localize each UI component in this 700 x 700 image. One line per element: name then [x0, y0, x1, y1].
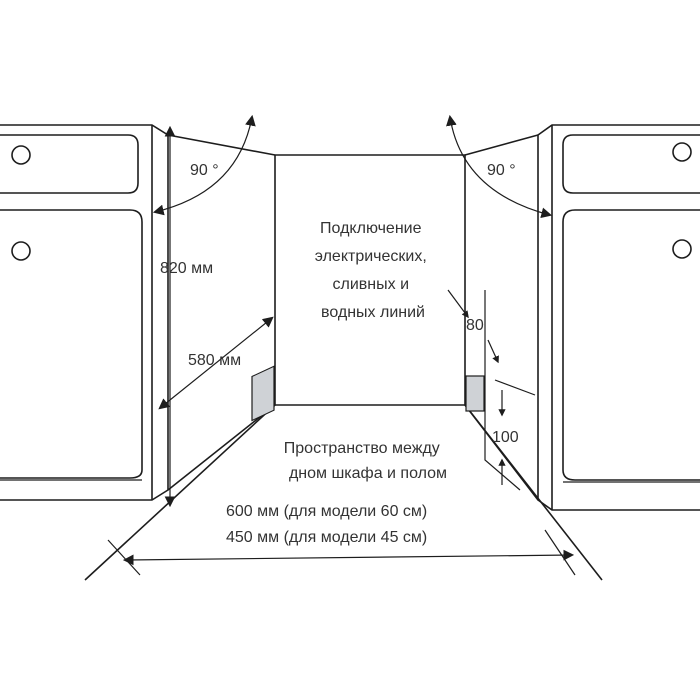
knob-icon: [672, 239, 692, 259]
width-60-label: 600 мм (для модели 60 см): [226, 503, 427, 520]
depth-label: 580 мм: [188, 352, 241, 369]
door-swing-left-arrow: [152, 114, 256, 216]
plinth-height-label: 100: [492, 429, 519, 446]
angle-left-label: 90 °: [190, 162, 219, 179]
connection-height-label: 80: [466, 317, 484, 334]
knob-icon: [11, 145, 31, 165]
plinth-space-label: Пространство между дном шкафа и полом: [284, 440, 447, 482]
depth-arrow: [158, 316, 274, 410]
right-plinth-panel: [465, 375, 485, 412]
height-label: 820 мм: [160, 260, 213, 277]
connection-arrow-top: [447, 289, 469, 319]
left-plinth-panel: [251, 365, 275, 422]
width-arrow: [122, 549, 575, 566]
angle-right-label: 90 °: [487, 162, 516, 179]
width-45-label: 450 мм (для модели 45 см): [226, 529, 427, 546]
left-cabinet: [0, 124, 169, 501]
labels: 90 ° 90 ° 820 мм 580 мм Подключение элек…: [160, 162, 519, 546]
right-cabinet: [537, 124, 700, 511]
knob-icon: [672, 142, 692, 162]
door-swing-right-arrow: [446, 114, 553, 219]
dimension-arrows: [107, 114, 576, 576]
connections-label: Подключение электрических, сливных и вод…: [315, 220, 431, 321]
knob-icon: [11, 241, 31, 261]
connection-arrow-bottom: [487, 339, 499, 364]
